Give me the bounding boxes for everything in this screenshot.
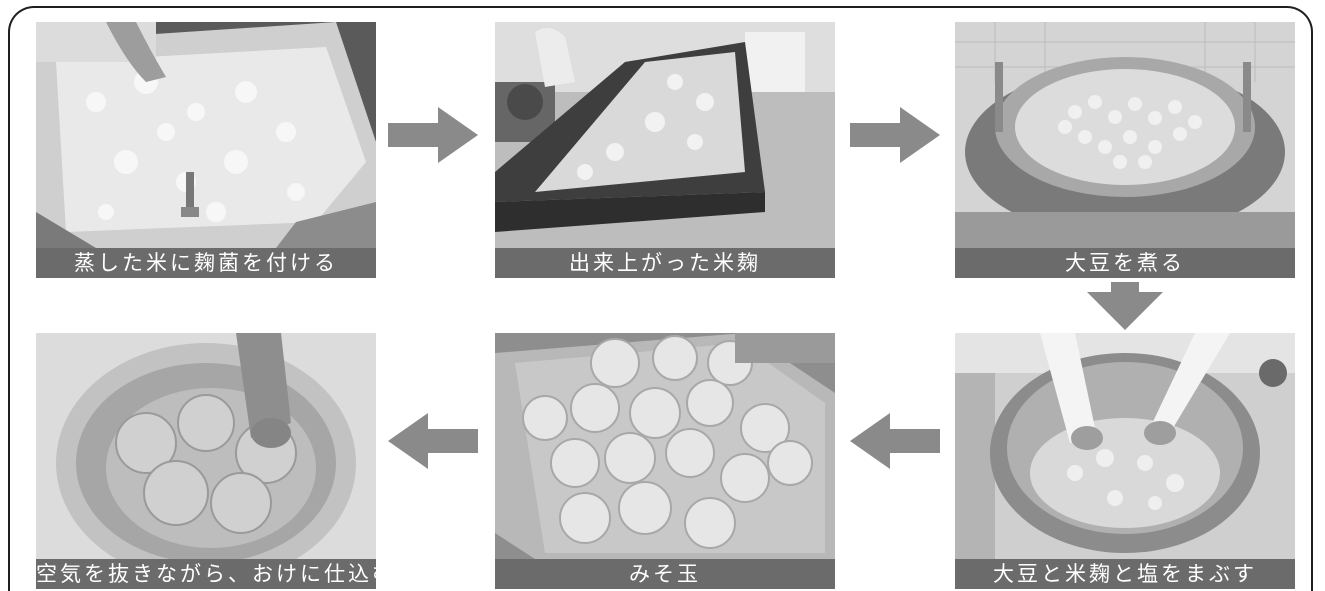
arrow-right-icon — [850, 107, 940, 163]
step-caption: 出来上がった米麹 — [495, 248, 835, 278]
step-caption: みそ玉 — [495, 559, 835, 589]
rounded-frame — [8, 6, 1313, 591]
arrow-right-icon — [388, 107, 478, 163]
step-1-panel: 蒸した米に麹菌を付ける — [36, 22, 376, 278]
step-caption: 蒸した米に麹菌を付ける — [36, 248, 376, 278]
step-caption: 大豆と米麹と塩をまぶす — [955, 559, 1295, 589]
step-4-panel: 大豆と米麹と塩をまぶす — [955, 333, 1295, 589]
step-6-panel: 空気を抜きながら、おけに仕込む — [36, 333, 376, 589]
boiling-soybeans-photo — [955, 22, 1295, 248]
arrow-left-icon — [388, 413, 478, 469]
steamed-rice-koji-photo — [36, 22, 376, 248]
step-3-panel: 大豆を煮る — [955, 22, 1295, 278]
mixing-soybeans-koji-salt-photo — [955, 333, 1295, 559]
step-5-panel: みそ玉 — [495, 333, 835, 589]
miso-balls-photo — [495, 333, 835, 559]
arrow-left-icon — [850, 413, 940, 469]
finished-rice-koji-photo — [495, 22, 835, 248]
step-caption: 大豆を煮る — [955, 248, 1295, 278]
arrow-down-icon — [1087, 282, 1163, 330]
step-caption: 空気を抜きながら、おけに仕込む — [36, 559, 376, 589]
packing-into-tub-photo — [36, 333, 376, 559]
step-2-panel: 出来上がった米麹 — [495, 22, 835, 278]
